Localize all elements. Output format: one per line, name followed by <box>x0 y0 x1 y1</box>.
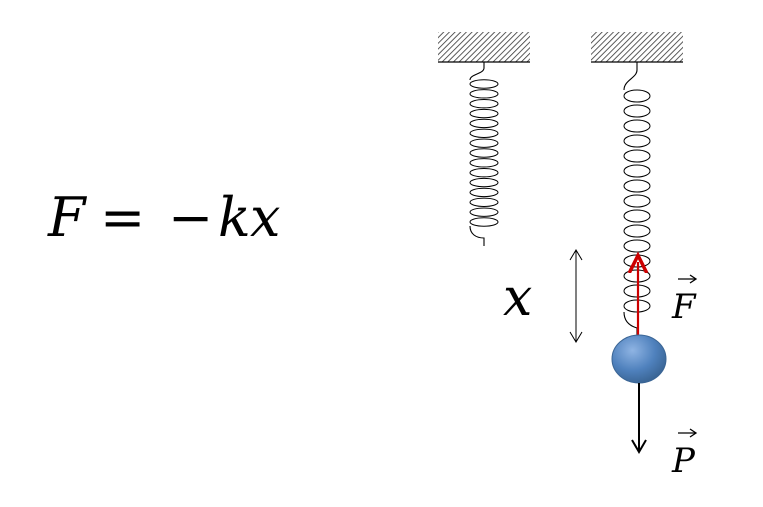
weight-label-group: P <box>671 428 698 481</box>
right-ceiling <box>591 32 683 62</box>
spring-coil <box>469 89 499 99</box>
spring-coil <box>623 164 651 178</box>
displacement-label: x <box>503 268 532 328</box>
weight-vector-arrow-icon <box>678 428 698 438</box>
force-label: F <box>671 287 697 327</box>
force-label-group: F <box>671 274 698 327</box>
weight-label: P <box>671 441 696 481</box>
stretched-spring-assembly <box>591 32 683 454</box>
spring-coil <box>469 158 499 168</box>
spring-coil <box>469 79 499 89</box>
equation-symbol-k: k <box>218 186 251 249</box>
displacement-arrow-bottom-head <box>569 331 583 343</box>
spring-coil <box>469 118 499 129</box>
spring-coil <box>623 239 651 253</box>
spring-coil <box>469 99 499 109</box>
hooke-law-equation: F = − k x <box>47 186 280 249</box>
left-spring-bottom-hook <box>469 225 485 246</box>
right-spring-top-hook <box>623 62 638 91</box>
spring-coil <box>469 217 499 227</box>
equation-equals: = <box>100 186 145 249</box>
right-spring-bottom-hook <box>623 311 638 335</box>
force-vector-arrow-icon <box>678 274 698 284</box>
spring-coil <box>623 224 651 238</box>
spring-coil <box>469 138 499 148</box>
spring-coil <box>469 168 499 178</box>
spring-coil <box>623 149 651 163</box>
weight-arrow-head <box>631 439 647 454</box>
left-spring-coils <box>469 79 499 227</box>
displacement-arrow-top-head <box>569 249 583 261</box>
spring-coil <box>623 89 651 103</box>
equation-symbol-x: x <box>250 186 280 249</box>
spring-coil <box>623 119 651 133</box>
left-spring-top-hook <box>469 62 485 81</box>
spring-coil <box>469 108 499 119</box>
equation-symbol-f: F <box>47 186 88 249</box>
spring-coil <box>469 187 499 198</box>
hanging-mass <box>611 334 667 384</box>
spring-coil <box>623 209 651 223</box>
displacement-indicator: x <box>503 249 583 343</box>
equation-minus: − <box>168 186 213 249</box>
relaxed-spring-assembly <box>438 32 530 246</box>
spring-coil <box>469 207 499 217</box>
spring-coil <box>469 148 499 158</box>
left-ceiling <box>438 32 530 62</box>
spring-coil <box>623 134 651 148</box>
spring-coil <box>623 104 651 118</box>
spring-coil <box>623 194 651 208</box>
spring-coil <box>469 197 499 207</box>
spring-coil <box>469 128 499 138</box>
spring-coil <box>623 179 651 193</box>
spring-coil <box>469 177 499 188</box>
